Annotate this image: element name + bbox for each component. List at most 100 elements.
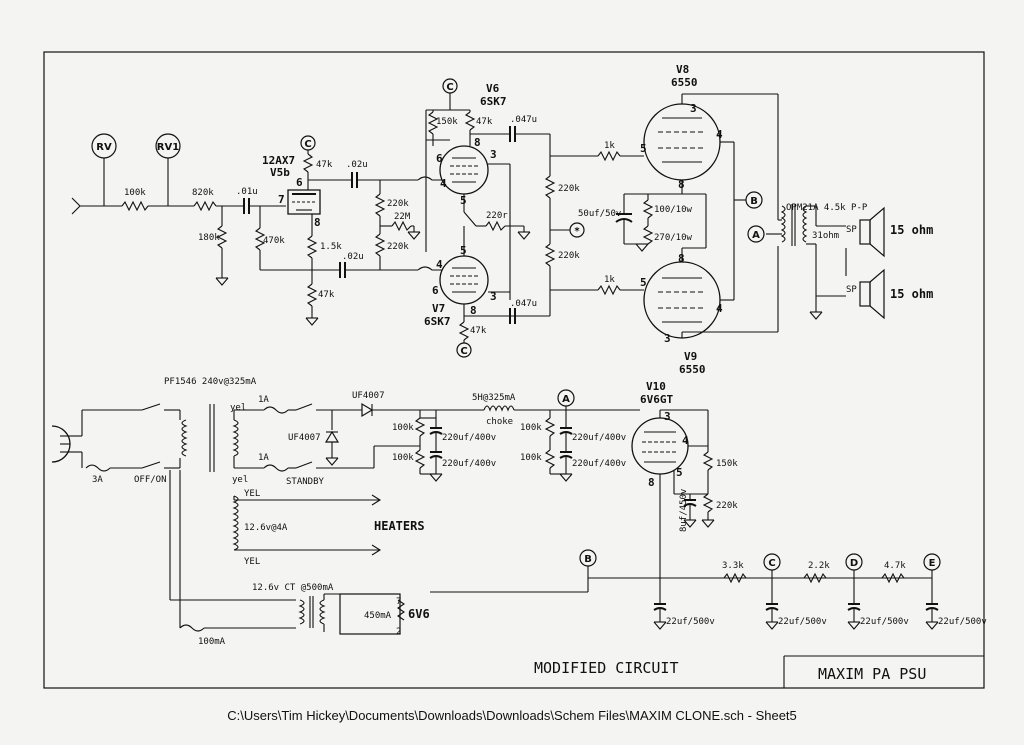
v6-pin6: 6 (436, 152, 443, 165)
label-pf1546: PF1546 240v@325mA (164, 377, 257, 387)
resistor-270-10w (642, 225, 654, 245)
label-220k-top: 220k (558, 184, 580, 194)
label-standby: STANDBY (286, 477, 325, 487)
resistor-100k (121, 200, 149, 212)
label-450ma: 450mA (364, 611, 392, 621)
label-100k-4: 100k (520, 453, 542, 463)
resistor-100k-3 (544, 417, 556, 437)
label-ot: OPM21A 4.5k P-P (786, 203, 868, 213)
label-02u-top: .02u (346, 160, 368, 170)
v8-type: 6550 (671, 76, 698, 89)
speaker-2 (859, 281, 871, 307)
resistor-220k-a (374, 193, 386, 217)
label-22uf-3: 22uf/500v (860, 617, 909, 627)
label-220uf-2: 220uf/400v (442, 459, 496, 469)
label-220k-psu: 220k (716, 501, 738, 511)
label-100ma: 100mA (198, 637, 226, 647)
resistor-100k-4 (544, 449, 556, 469)
connector-a-psu (557, 389, 575, 407)
v8-pin4: 4 (716, 128, 723, 141)
label-220k-bot: 220k (558, 251, 580, 261)
connector-rv (91, 133, 117, 159)
label-sp2: SP (846, 285, 857, 295)
label-470k: 470k (263, 236, 285, 246)
tube-v7 (439, 255, 489, 305)
fuse-1a-top (263, 406, 289, 414)
resistor-820k (193, 200, 217, 212)
label-3a: 3A (92, 475, 103, 485)
label-100k-3: 100k (520, 423, 542, 433)
resistor-470k (254, 227, 266, 251)
v5-pin7: 7 (278, 193, 285, 206)
tube-v8 (643, 103, 721, 181)
v6-type: 6SK7 (480, 95, 507, 108)
power-switch-a (141, 403, 161, 411)
v5-pin8: 8 (314, 216, 321, 229)
power-switch-b (141, 461, 161, 469)
resistor-220k-bot (544, 243, 556, 267)
resistor-47k-v5 (302, 153, 314, 173)
v7-pin3: 3 (490, 290, 497, 303)
ct-transformer-primary (298, 599, 305, 625)
power-supply-section: A B C D (51, 377, 987, 647)
label-220uf-4: 220uf/400v (572, 459, 626, 469)
v8-ref: V8 (676, 63, 689, 76)
connector-b-output (745, 191, 763, 209)
v8-pin3: 3 (690, 102, 697, 115)
label-47k-top: 47k (316, 160, 333, 170)
label-offon: OFF/ON (134, 475, 167, 485)
label-yel-top: yel (230, 403, 246, 413)
label-47k-v6: 47k (476, 117, 493, 127)
resistor-220k-psu (702, 493, 714, 513)
label-heater-voltage: 12.6v@4A (244, 523, 288, 533)
label-047u-top: .047u (510, 115, 537, 125)
power-transformer-primary (181, 419, 188, 457)
heater-regulator-box (339, 593, 401, 635)
standby-switch-b (295, 461, 313, 469)
heater-winding (232, 495, 239, 551)
v8-pin5: 5 (640, 142, 647, 155)
resistor-150k (427, 111, 439, 135)
tube-v5b (287, 189, 321, 215)
phase-inverter-section: C C (417, 78, 585, 358)
v10-pin5: 5 (676, 466, 683, 479)
v8-pin8: 8 (678, 178, 685, 191)
label-100k-2: 100k (392, 453, 414, 463)
connector-a-psu-label: A (562, 394, 570, 405)
connector-c-psu-label: C (768, 558, 775, 569)
resistor-100k-2 (414, 449, 426, 469)
label-1a-bot: 1A (258, 453, 269, 463)
v6-pin8: 8 (474, 136, 481, 149)
preamp-section: RV RV1 C (71, 133, 421, 326)
v10-ref: V10 (646, 380, 666, 393)
label-4-7k: 4.7k (884, 561, 906, 571)
resistor-220r (485, 220, 506, 232)
standby-switch-a (295, 403, 313, 411)
connector-a-output-label: A (752, 230, 760, 241)
sheet-title: MAXIM PA PSU (818, 665, 926, 683)
v9-pin3: 3 (664, 332, 671, 345)
connector-b-psu (579, 549, 597, 567)
modified-circuit-note: MODIFIED CIRCUIT (534, 659, 679, 677)
v10-pin8: 8 (648, 476, 655, 489)
connector-star-label: * (574, 226, 580, 237)
label-02u-bot: .02u (342, 252, 364, 262)
resistor-220k-top (544, 175, 556, 199)
connector-rv1-label: RV1 (157, 142, 179, 153)
footer-path: C:\Users\Tim Hickey\Documents\Downloads\… (227, 708, 797, 723)
label-100-10w: 100/10w (654, 205, 693, 215)
v6-ref: V6 (486, 82, 500, 95)
fuse-100ma (179, 624, 205, 632)
v7-type: 6SK7 (424, 315, 451, 328)
connector-e-psu-label: E (929, 558, 936, 569)
label-220k-a: 220k (387, 199, 409, 209)
connector-star (569, 222, 585, 238)
resistor-100-10w (642, 199, 654, 219)
v10-pin3: 3 (664, 410, 671, 423)
v10-pin4: 4 (682, 434, 689, 447)
label-pin2: 2 (396, 627, 401, 637)
label-100k-1: 100k (392, 423, 414, 433)
label-pin7: 7 (396, 597, 401, 607)
output-transformer-primary (780, 205, 786, 243)
